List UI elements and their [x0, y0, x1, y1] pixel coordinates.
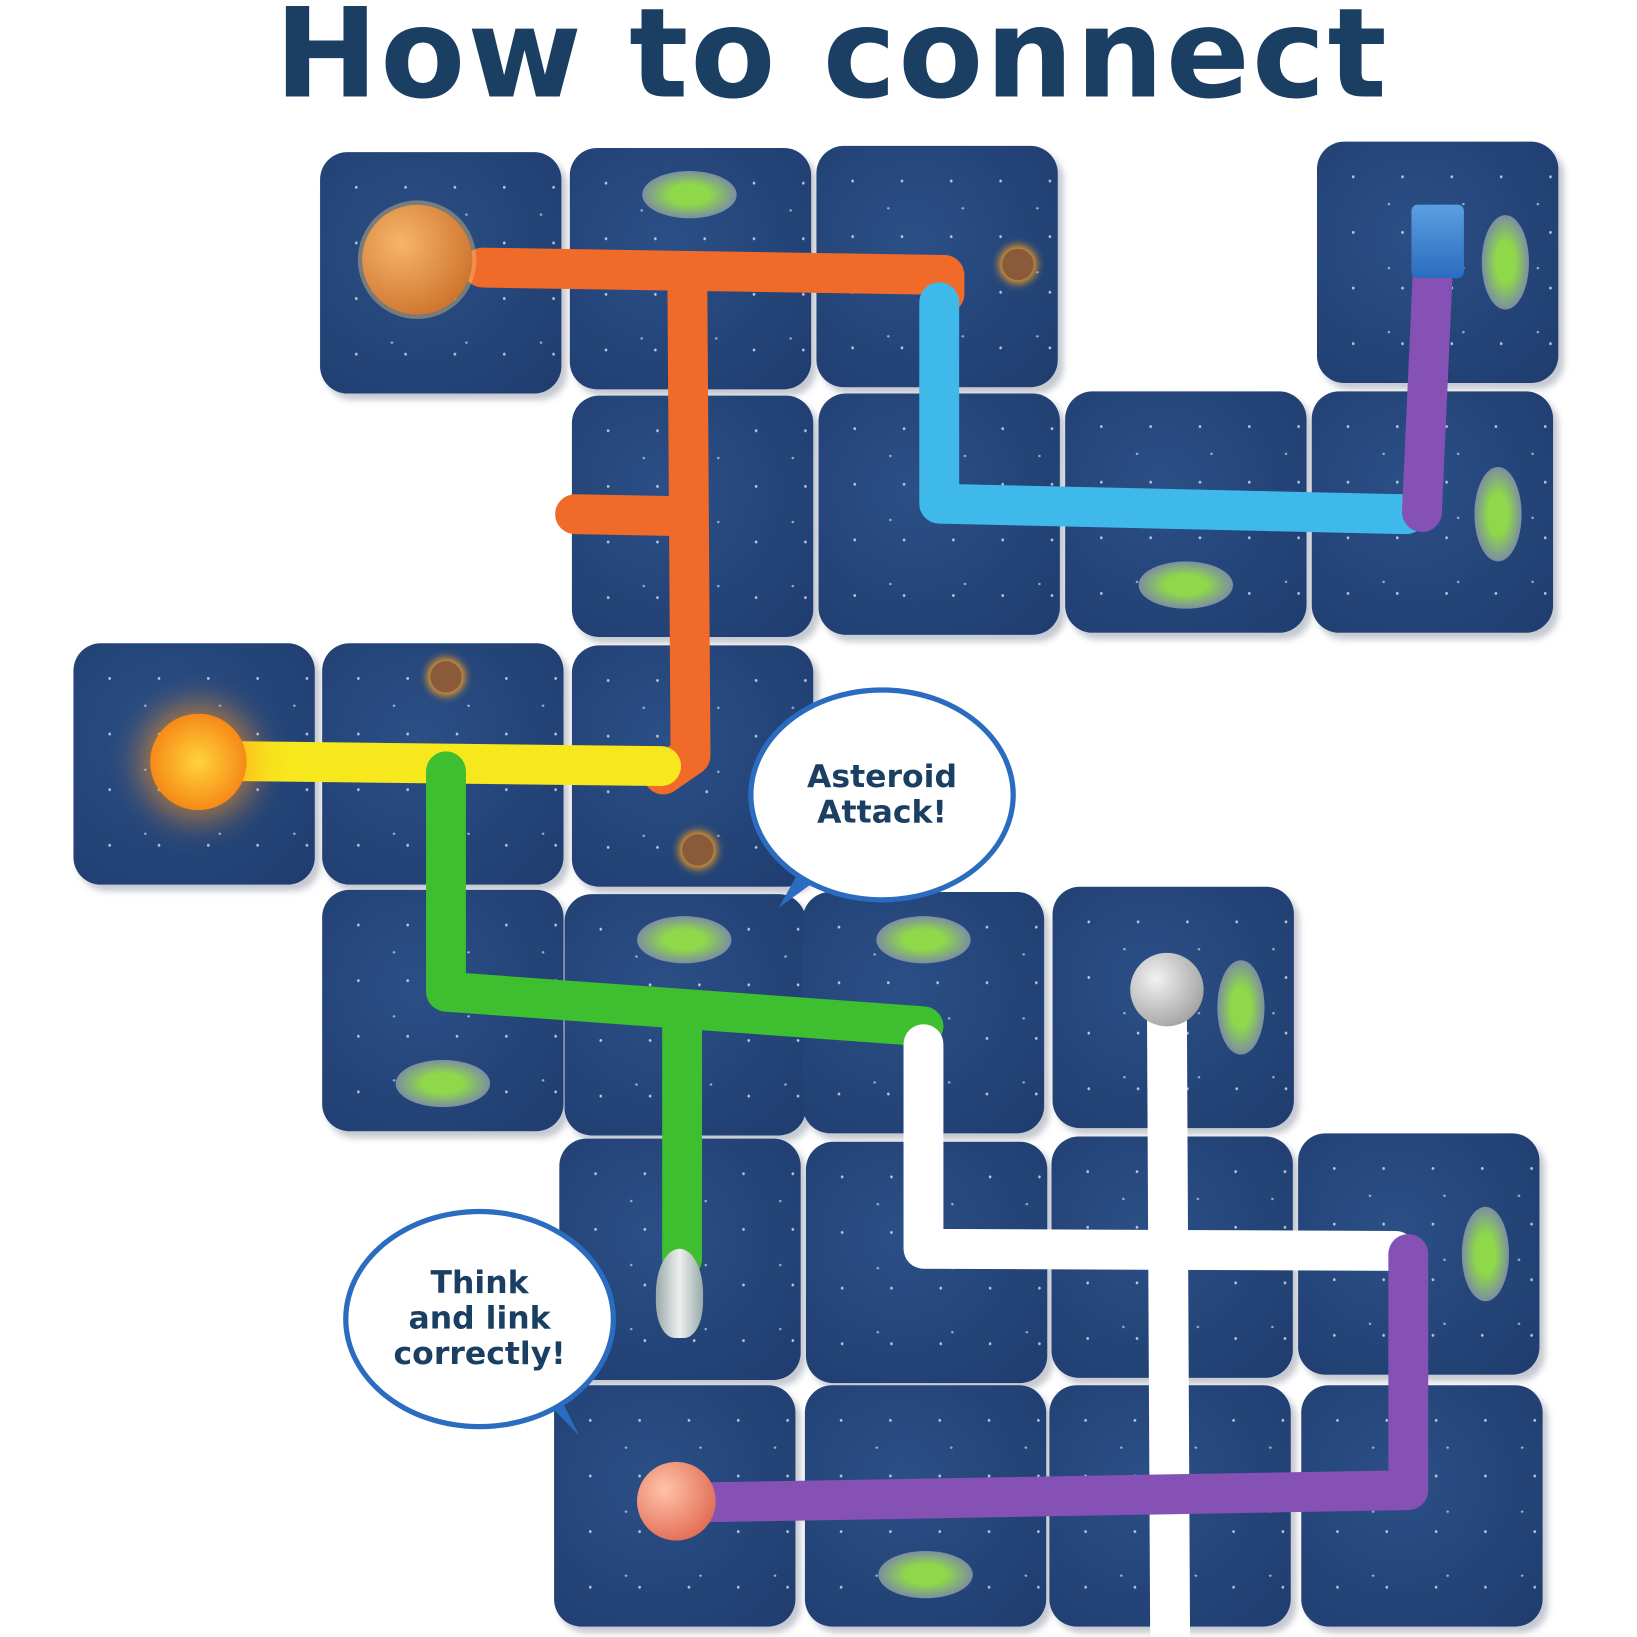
asteroid-attack-text: Asteroid Attack! — [807, 758, 958, 831]
asteroid-icon — [1002, 248, 1034, 281]
think-text-line3: correctly! — [393, 1335, 566, 1373]
ufo-aliens-icon — [1481, 215, 1529, 310]
green-path — [426, 751, 944, 1047]
sun-icon — [150, 713, 247, 811]
purple-path — [1401, 258, 1453, 533]
ufo-aliens-icon — [878, 1551, 973, 1599]
red-planet-icon — [636, 1461, 716, 1541]
think-text-line1: Think — [430, 1264, 529, 1302]
purple-path — [662, 1234, 1429, 1523]
ufo-aliens-icon — [876, 916, 971, 964]
rocket-icon — [655, 1248, 704, 1338]
ufo-aliens-icon — [1138, 561, 1234, 609]
satellite-icon — [1411, 204, 1464, 279]
white-path — [903, 1024, 1416, 1271]
ufo-aliens-icon — [642, 171, 737, 219]
think-link-bubble: Think and link correctly! — [343, 1208, 616, 1430]
ringed-planet-icon — [362, 204, 473, 315]
think-text-line2: and link — [408, 1300, 551, 1337]
ufo-aliens-icon — [395, 1059, 491, 1108]
white-path — [1146, 992, 1191, 1637]
asteroid-attack-bubble: Asteroid Attack! — [748, 687, 1016, 903]
ufo-aliens-icon — [1461, 1206, 1510, 1302]
asteroid-icon — [682, 834, 714, 866]
ufo-aliens-icon — [1474, 466, 1522, 562]
moon-icon — [1130, 952, 1204, 1027]
ufo-aliens-icon — [636, 916, 732, 964]
orange-path — [555, 494, 708, 537]
page-title: How to connect — [274, 0, 1389, 126]
cyan-path — [919, 282, 1427, 535]
ufo-aliens-icon — [1217, 960, 1265, 1055]
asteroid-icon — [430, 661, 462, 693]
